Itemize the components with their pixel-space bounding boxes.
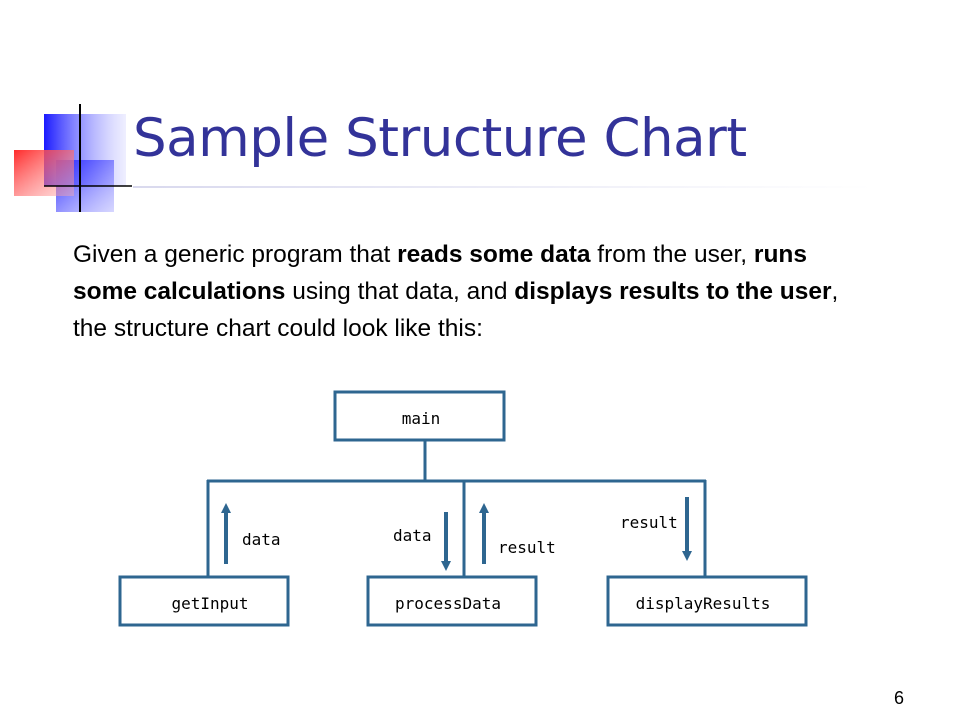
intro-text-2: from the user,	[590, 241, 754, 268]
module-box-displayresults	[606, 575, 808, 627]
slide-title: Sample Structure Chart	[133, 108, 747, 169]
intro-bold-3: displays results to the user	[514, 278, 832, 305]
intro-text-4: , the structure chart could look like th…	[73, 278, 839, 342]
intro-text-1: Given a generic program that	[73, 241, 398, 268]
module-box-main	[333, 390, 506, 442]
intro-text-3: using that data, and	[285, 278, 515, 305]
module-box-processdata	[366, 575, 538, 627]
intro-bold-2: runs some calculations	[73, 241, 807, 305]
corner-decoration	[14, 104, 132, 212]
module-label-processdata: processData	[395, 594, 501, 613]
module-label-getinput: getInput	[171, 594, 248, 613]
title-underline	[133, 186, 873, 188]
module-box-getinput	[118, 575, 290, 627]
flow-label-data-up: data	[242, 530, 281, 549]
flow-label-result-up: result	[498, 538, 556, 557]
deco-square-red	[14, 150, 74, 196]
page-number: 6	[893, 688, 904, 708]
module-label-displayresults: displayResults	[636, 594, 771, 613]
flow-label-data-down: data	[393, 526, 432, 545]
intro-bold-1: reads some data	[397, 241, 591, 268]
flow-label-result-down: result	[620, 513, 678, 532]
intro-paragraph: Given a generic program that reads some …	[73, 236, 873, 347]
module-label-main: main	[402, 409, 441, 428]
